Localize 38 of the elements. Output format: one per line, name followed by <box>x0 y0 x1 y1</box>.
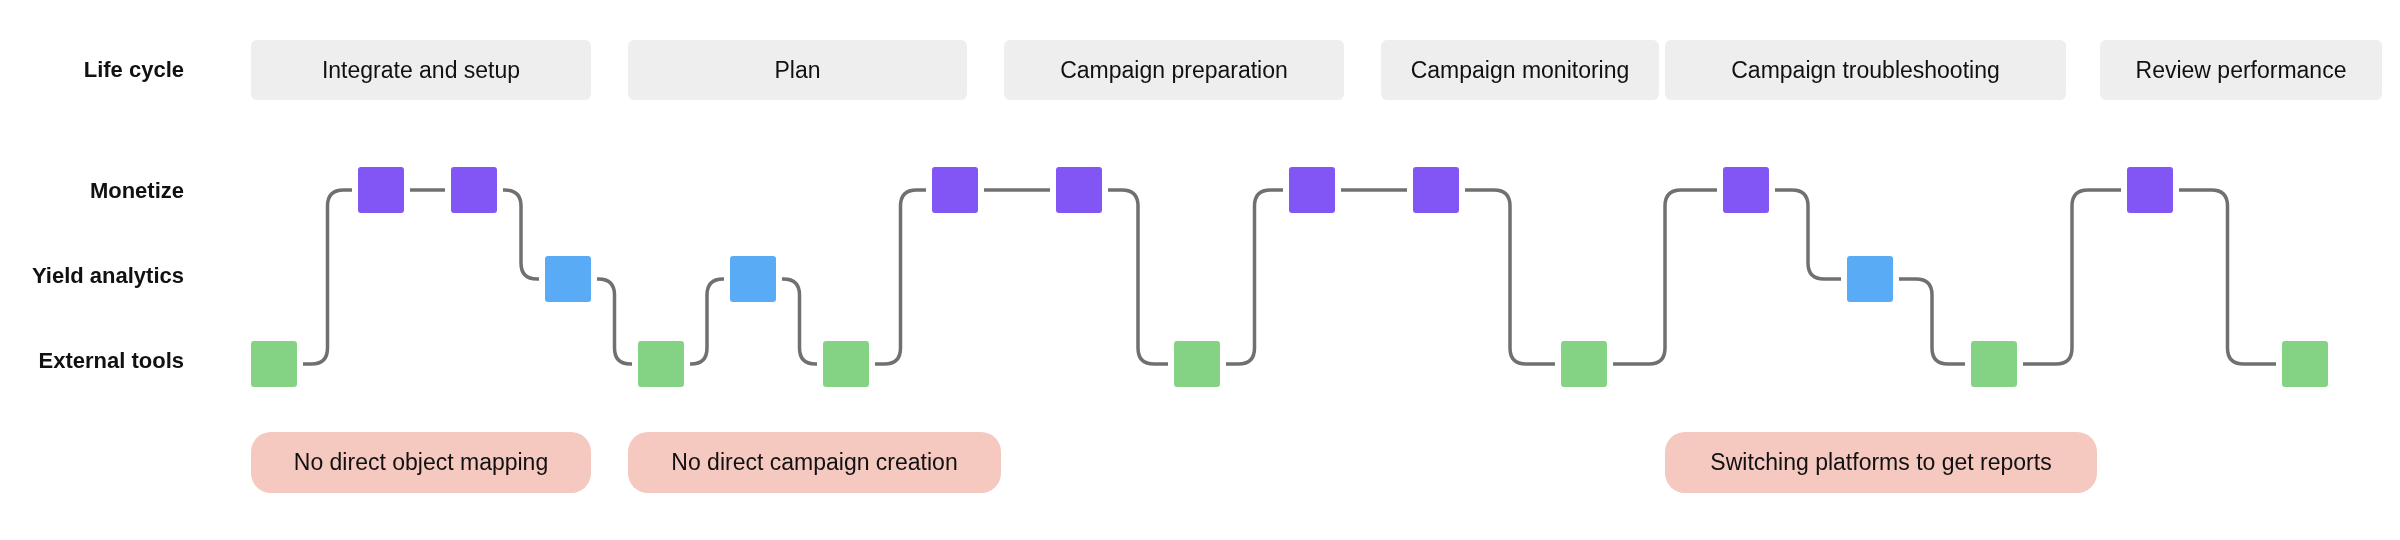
step-marker <box>823 341 869 387</box>
phase-box: Integrate and setup <box>251 40 591 100</box>
lane-label: External tools <box>37 347 184 375</box>
connector-line <box>1465 188 1555 366</box>
step-marker <box>358 167 404 213</box>
step-marker <box>1413 167 1459 213</box>
step-marker <box>1847 256 1893 302</box>
pain-point-box: No direct campaign creation <box>628 432 1001 493</box>
phase-box: Campaign preparation <box>1004 40 1344 100</box>
lane-label: Yield analytics <box>30 262 184 290</box>
step-marker <box>1056 167 1102 213</box>
pain-point-box: Switching platforms to get reports <box>1665 432 2097 493</box>
step-marker <box>1174 341 1220 387</box>
step-marker <box>1723 167 1769 213</box>
connector-line <box>2179 188 2276 366</box>
step-marker <box>451 167 497 213</box>
phase-box: Campaign monitoring <box>1381 40 1659 100</box>
phase-box: Plan <box>628 40 967 100</box>
lane-label: Life cycle <box>82 56 184 84</box>
step-marker <box>638 341 684 387</box>
connector-line <box>2023 188 2121 366</box>
step-marker <box>2127 167 2173 213</box>
connector-line <box>410 188 445 192</box>
step-marker <box>932 167 978 213</box>
connector-line <box>1613 188 1717 366</box>
connector-line <box>1341 188 1407 192</box>
connector-line <box>984 188 1050 192</box>
step-marker <box>2282 341 2328 387</box>
step-marker <box>730 256 776 302</box>
pain-point-box: No direct object mapping <box>251 432 591 493</box>
step-marker <box>1289 167 1335 213</box>
step-marker <box>251 341 297 387</box>
step-marker <box>1971 341 2017 387</box>
phase-box: Campaign troubleshooting <box>1665 40 2066 100</box>
step-marker <box>1561 341 1607 387</box>
step-marker <box>545 256 591 302</box>
lane-label: Monetize <box>88 177 184 205</box>
phase-box: Review performance <box>2100 40 2382 100</box>
